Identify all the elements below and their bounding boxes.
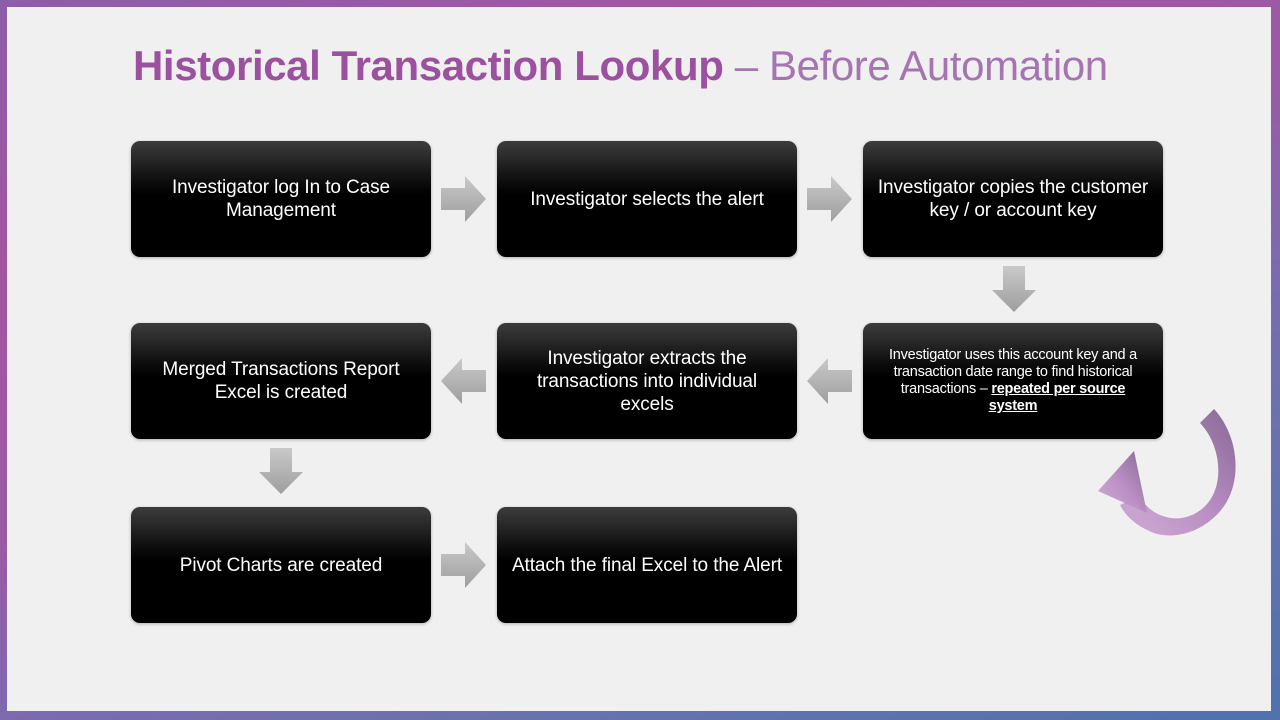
connector-1-to-2 [441,174,487,224]
connector-3-to-4 [990,266,1038,314]
connector-7-to-8 [441,540,487,590]
connector-2-to-3 [807,174,853,224]
page-title-light: – Before Automation [723,42,1108,89]
flow-step-6[interactable]: Merged Transactions Report Excel is crea… [131,323,431,439]
flow-step-8[interactable]: Attach the final Excel to the Alert [497,507,797,623]
flow-step-5-label: Investigator extracts the transactions i… [536,347,758,415]
flow-step-2-label: Investigator selects the alert [530,188,764,210]
flow-step-4-text: Investigator uses this account key and a… [889,347,1137,397]
flow-step-1-label: Investigator log In to Case Management [171,177,391,221]
connector-4-to-5 [807,356,853,406]
connector-loop-repeat-icon [1092,395,1242,545]
flow-step-4[interactable]: Investigator uses this account key and a… [863,323,1163,439]
connector-6-to-7 [257,448,305,496]
flow-step-3[interactable]: Investigator copies the customer key / o… [863,141,1163,257]
flow-step-4-label: Investigator uses this account key and a… [875,347,1151,415]
flow-step-8-label: Attach the final Excel to the Alert [511,554,783,576]
flow-step-2[interactable]: Investigator selects the alert [497,141,797,257]
flow-step-7-label: Pivot Charts are created [179,554,383,576]
flow-step-4-emphasis: repeated per source system [988,381,1126,414]
flow-step-5[interactable]: Investigator extracts the transactions i… [497,323,797,439]
connector-5-to-6 [441,356,487,406]
flow-step-3-label: Investigator copies the customer key / o… [877,177,1149,221]
slide-canvas: Historical Transaction Lookup – Before A… [7,7,1271,711]
page-title: Historical Transaction Lookup – Before A… [133,39,1108,93]
flow-step-6-label: Merged Transactions Report Excel is crea… [162,359,400,403]
flow-step-1[interactable]: Investigator log In to Case Management [131,141,431,257]
flow-step-7[interactable]: Pivot Charts are created [131,507,431,623]
page-title-bold: Historical Transaction Lookup [133,42,724,89]
